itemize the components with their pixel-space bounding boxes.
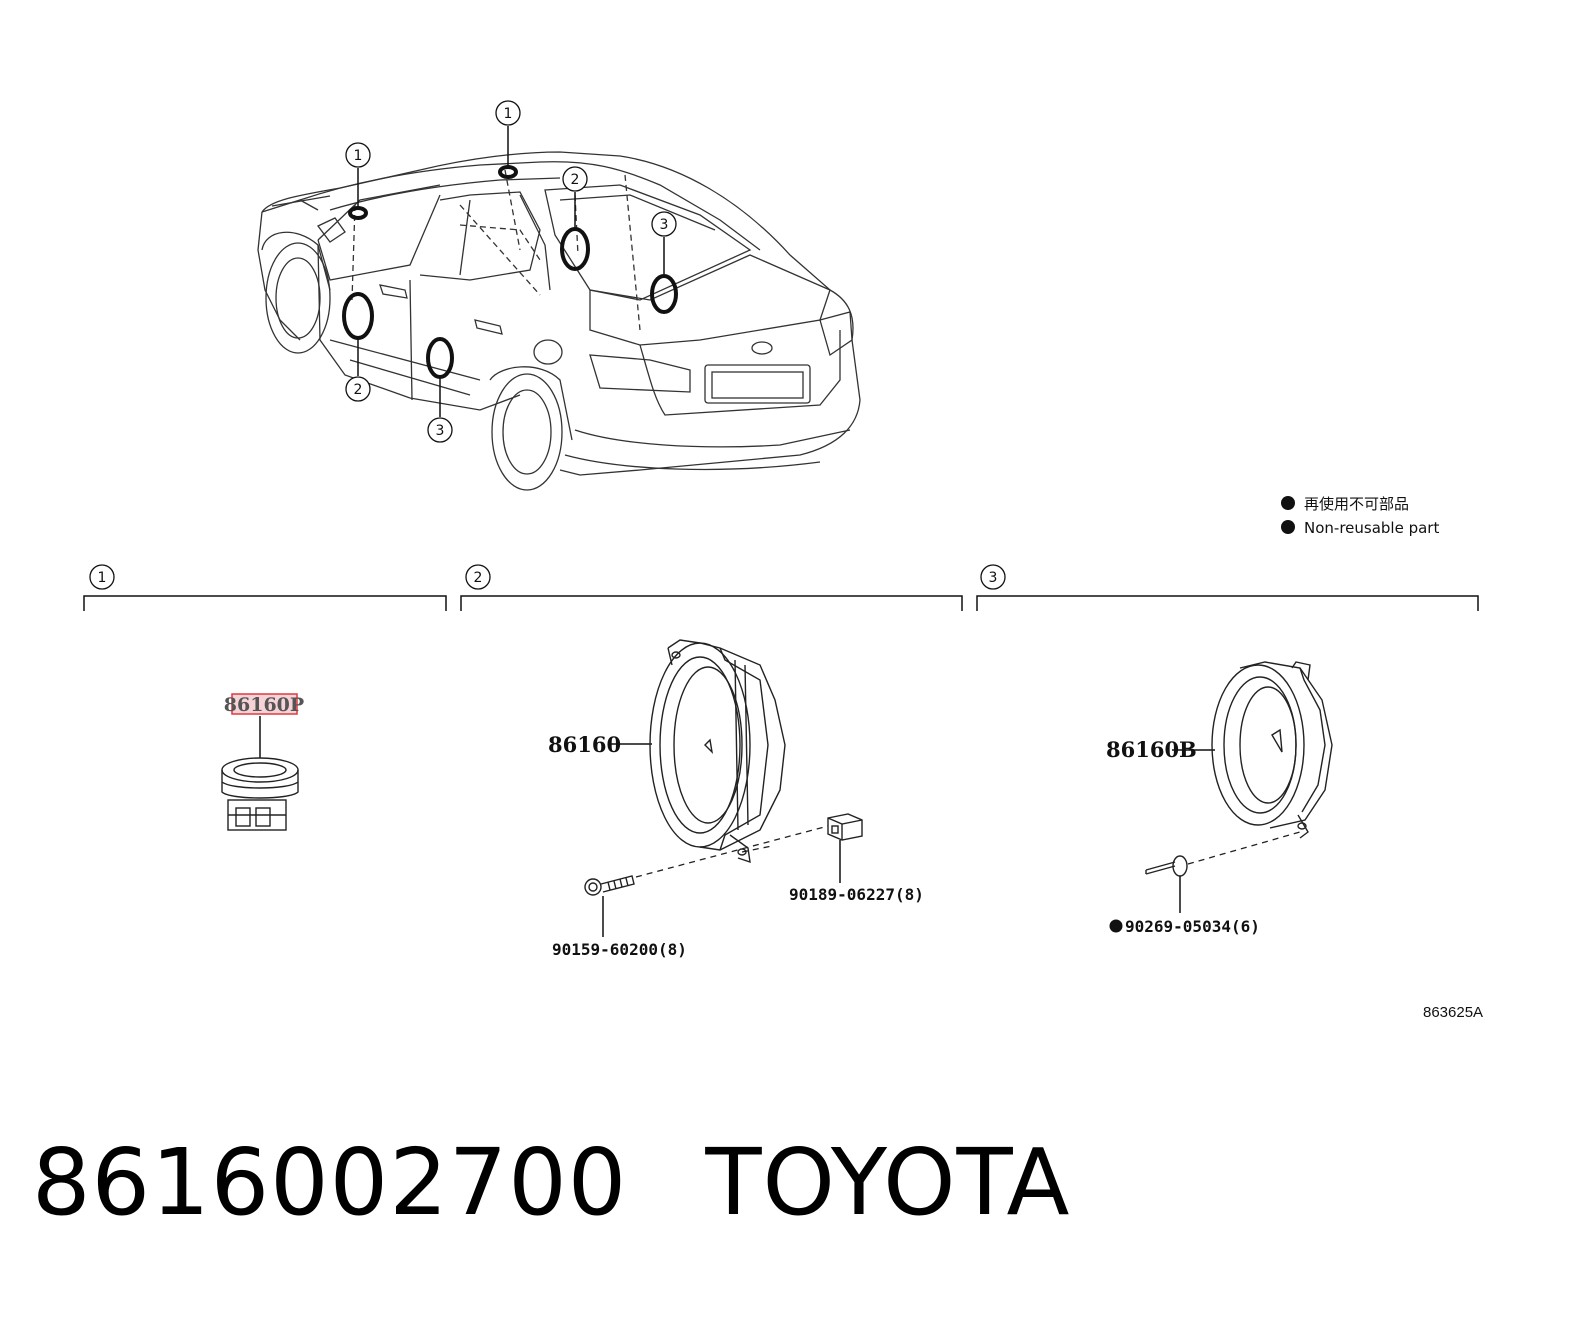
product-caption: 8616002700 TOYOTA [32,1128,1071,1238]
callout-circle [651,211,677,237]
car-callouts: 1 1 2 2 3 3 [345,100,677,443]
group-1-tweeter: 86160P [221,693,304,831]
location-rear-speaker-a [560,227,590,271]
callout-circle [345,376,371,402]
callout-number: 2 [571,172,580,188]
diagram-reference: 863625A [1423,1004,1483,1021]
rear-speaker-drawing [1211,661,1333,839]
group-number: 3 [989,570,998,586]
part-label-90159-60200[interactable]: 90159-60200(8) [552,940,687,959]
clip-nut-drawing [827,813,863,841]
callout-number: 1 [504,106,513,122]
callout-number: 3 [436,423,445,439]
non-reusable-bullet-icon [1281,496,1295,510]
part-label-90269-05034[interactable]: 90269-05034(6) [1125,917,1260,936]
group-3-speaker: 86160B 90269-05034(6) [1106,661,1333,936]
callout-number: 3 [660,217,669,233]
group-number-circle [89,564,115,590]
group-number-circle [980,564,1006,590]
callout-circle [427,417,453,443]
part-label-86160P[interactable]: 86160P [224,694,304,716]
group-2-speaker: 86160 [548,639,924,959]
location-tweeter-front [348,206,368,220]
callout-circle [345,142,371,168]
legend: 再使用不可部品 Non-reusable part [1281,495,1439,537]
location-front-door-speaker [342,292,374,340]
callout-number: 1 [354,148,363,164]
group-number-circle [465,564,491,590]
callout-circle [562,166,588,192]
callout-circle [495,100,521,126]
non-reusable-bullet-icon [1281,520,1295,534]
legend-english: Non-reusable part [1304,519,1439,537]
non-reusable-bullet-icon [1109,919,1123,933]
location-tweeter-rear [498,165,518,179]
tweeter-speaker-drawing [221,757,299,831]
location-rear-door-speaker [426,337,454,379]
door-speaker-drawing [649,639,786,864]
rivet-drawing [1145,855,1188,877]
part-label-highlight[interactable] [231,693,298,715]
brand-name: TOYOTA [705,1129,1071,1236]
group-bracket [976,595,1479,611]
part-number: 8616002700 [32,1129,628,1236]
car-illustration [257,151,861,491]
group-bracket [460,595,963,611]
group-bracket [83,595,447,611]
group-brackets: 1 2 3 [83,564,1479,611]
group-number: 1 [98,570,107,586]
speaker-locations [342,165,678,379]
legend-japanese: 再使用不可部品 [1304,495,1409,513]
group-number: 2 [474,570,483,586]
screw-drawing [584,875,635,896]
part-label-90189-06227[interactable]: 90189-06227(8) [789,885,924,904]
callout-number: 2 [354,382,363,398]
